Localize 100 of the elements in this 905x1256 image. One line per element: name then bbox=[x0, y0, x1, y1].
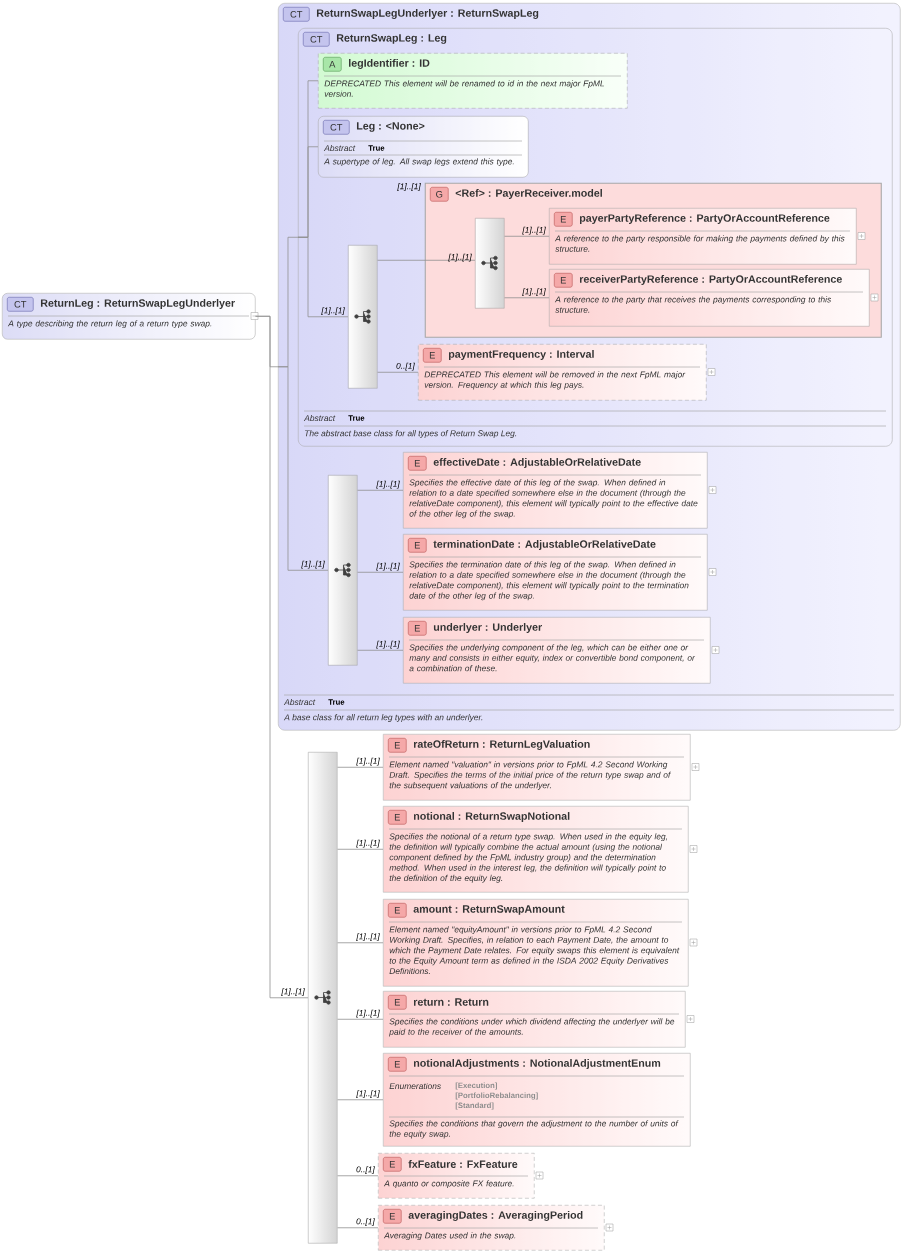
description-text: Specifies the conditions under which dividend affecting the underlyer will be paid to the receiver of the amounts. bbox=[389, 1018, 675, 1037]
type-name: ReturnSwapLegUnderlyer : ReturnSwapLeg bbox=[317, 9, 539, 19]
connector-line bbox=[337, 848, 384, 850]
connector-line bbox=[337, 1099, 384, 1101]
cardinality-label: [1]..[1] bbox=[448, 253, 472, 262]
type-name: amount : ReturnSwapAmount bbox=[413, 905, 565, 915]
cardinality-label: [1]..[1] bbox=[376, 480, 400, 489]
type-name: receiverPartyReference : PartyOrAccountReference bbox=[580, 275, 842, 285]
connector-line bbox=[337, 1175, 379, 1177]
element-box bbox=[403, 452, 708, 529]
description-text: Averaging Dates used in the swap. bbox=[383, 1232, 516, 1241]
type-name: terminationDate : AdjustableOrRelativeDate bbox=[433, 540, 656, 550]
sequence-compositor bbox=[348, 245, 378, 389]
type-name: rateOfReturn : ReturnLegValuation bbox=[414, 740, 590, 750]
description-text: Specifies the effective date of this leg of the swap. When defined in relation to a date specified somewhere else in the document (through the relativeDate component), this element will typically point to the effective date of the other leg of the swap. bbox=[409, 479, 698, 519]
type-name: averagingDates : AveragingPeriod bbox=[408, 1211, 583, 1221]
connector-line bbox=[504, 235, 550, 237]
element-box bbox=[383, 1053, 691, 1147]
sequence-compositor bbox=[328, 475, 358, 666]
description-text: Specifies the notional of a return type swap. When used in the equity leg, the definition will typically combine the actual amount (using the notional component defined by the FpML industry group) and the determination method. When used in the interest leg, the definition will typically point to the definition of the equity leg. bbox=[389, 833, 667, 883]
description-text: A type describing the return leg of a return type swap. bbox=[7, 320, 212, 329]
sequence-compositor bbox=[308, 752, 338, 1244]
badge: A bbox=[323, 57, 342, 72]
type-name: underlyer : Underlyer bbox=[433, 623, 542, 633]
badge: E bbox=[388, 995, 407, 1010]
cardinality-label: [1]..[1] bbox=[397, 183, 421, 191]
description-text: Element named "equityAmount" in versions prior to FpML 4.2 Second Working Draft. Specifies, in relation to each Payment Date, the amount to which the Payment Date relates. For equity swaps this element is equivalent to the Equity Amount term as defined in the ISDA 2002 Equity Derivatives Definitions. bbox=[389, 926, 680, 975]
badge: CT bbox=[7, 297, 34, 312]
type-name: paymentFrequency : Interval bbox=[449, 350, 594, 360]
type-box bbox=[2, 293, 259, 340]
badge: E bbox=[383, 1157, 402, 1172]
badge: E bbox=[408, 621, 427, 636]
cardinality-label: [1]..[1] bbox=[356, 839, 380, 848]
element-box bbox=[383, 899, 689, 987]
badge: E bbox=[554, 212, 573, 227]
connector-line bbox=[337, 766, 384, 768]
connector-line bbox=[297, 236, 349, 318]
description-text: A supertype of leg. All swap legs extend this type. bbox=[323, 158, 514, 167]
connector-line bbox=[424, 259, 476, 261]
type-name: fxFeature : FxFeature bbox=[408, 1160, 518, 1168]
type-name: return : Return bbox=[414, 998, 489, 1006]
element-box bbox=[383, 806, 689, 893]
connector-line bbox=[337, 1018, 384, 1020]
description-text: A reference to the party responsible for making the payments defined by this structure. bbox=[554, 235, 845, 252]
cardinality-label: [1]..[1] bbox=[321, 307, 345, 315]
connector-line bbox=[377, 371, 419, 373]
property-name: Abstract bbox=[323, 144, 356, 152]
element-box bbox=[418, 344, 707, 401]
description-text: The abstract base class for all types of Return Swap Leg. bbox=[305, 430, 517, 438]
cardinality-label: [1]..[1] bbox=[376, 640, 400, 649]
type-name: payerPartyReference : PartyOrAccountReference bbox=[580, 214, 830, 224]
element-box bbox=[549, 269, 870, 327]
badge: E bbox=[388, 1057, 407, 1072]
connector-line bbox=[337, 1227, 379, 1229]
badge: E bbox=[408, 538, 427, 553]
element-box bbox=[403, 534, 708, 611]
type-box bbox=[318, 116, 529, 178]
badge: E bbox=[554, 273, 573, 288]
property-name: Abstract bbox=[283, 698, 316, 706]
property-name: Enumerations bbox=[389, 1082, 441, 1090]
description-text: Specifies the conditions that govern the adjustment to the number of units of the equity swap. bbox=[389, 1120, 679, 1139]
element-box bbox=[378, 1205, 605, 1251]
description-text: DEPRECATED This element will be renamed to id in the next major FpML version. bbox=[324, 80, 605, 97]
type-name: notionalAdjustments : NotionalAdjustmentEnum bbox=[414, 1059, 661, 1069]
connector-line bbox=[357, 489, 404, 491]
connector-line bbox=[255, 315, 309, 999]
cardinality-label: [1]..[1] bbox=[301, 560, 325, 569]
attribute-box bbox=[318, 53, 628, 109]
description-text: Element named "valuation" in versions prior to FpML 4.2 Second Working Draft. Specifies the terms of the initial price of the return type swap and of the subsequent valuations of the underlyer. bbox=[389, 761, 671, 790]
cardinality-label: [1]..[1] bbox=[281, 988, 305, 996]
cardinality-label: [1]..[1] bbox=[356, 757, 380, 766]
badge: E bbox=[388, 738, 407, 753]
description-text: Specifies the termination date of this leg of the swap. When defined in relation to a date specified somewhere else in the document (through the relativeDate component), this element will typically point to the termination date of the other leg of the swap. bbox=[409, 561, 689, 601]
badge: CT bbox=[303, 32, 330, 47]
badge: CT bbox=[283, 7, 310, 22]
type-name: <Ref> : PayerReceiver.model bbox=[455, 189, 602, 199]
type-name: Leg : <None> bbox=[357, 122, 425, 132]
cardinality-label: [1]..[1] bbox=[522, 226, 546, 235]
description-text: A base class for all return leg types with an underlyer. bbox=[283, 714, 483, 722]
cardinality-label: 0..[1] bbox=[396, 362, 415, 371]
cardinality-label: [1]..[1] bbox=[356, 1090, 380, 1098]
cardinality-label: [1]..[1] bbox=[376, 562, 400, 571]
badge: G bbox=[430, 187, 449, 202]
type-name: notional : ReturnSwapNotional bbox=[414, 812, 570, 822]
cardinality-label: 0..[1] bbox=[356, 1166, 375, 1174]
type-name: ReturnLeg : ReturnSwapLegUnderlyer bbox=[41, 299, 235, 309]
element-box bbox=[378, 1153, 535, 1199]
property-name: Abstract bbox=[303, 414, 336, 422]
badge: E bbox=[423, 348, 442, 363]
badge: E bbox=[388, 903, 407, 918]
sequence-compositor bbox=[475, 218, 505, 309]
cardinality-label: [1]..[1] bbox=[356, 1009, 380, 1018]
badge: E bbox=[383, 1209, 402, 1224]
description-text: A quanto or composite FX feature. bbox=[383, 1180, 514, 1189]
type-name: effectiveDate : AdjustableOrRelativeDate bbox=[433, 458, 641, 468]
element-box bbox=[383, 734, 691, 801]
description-text: Specifies the underlying component of the leg, which can be either one or many and consists in either equity, index or convertible bond component, or a combination of these. bbox=[409, 644, 696, 672]
badge: CT bbox=[323, 120, 350, 135]
description-text: DEPRECATED This element will be removed in the next FpML major version. Frequency at which this leg pays. bbox=[424, 371, 686, 390]
type-name: legIdentifier : ID bbox=[349, 59, 430, 69]
